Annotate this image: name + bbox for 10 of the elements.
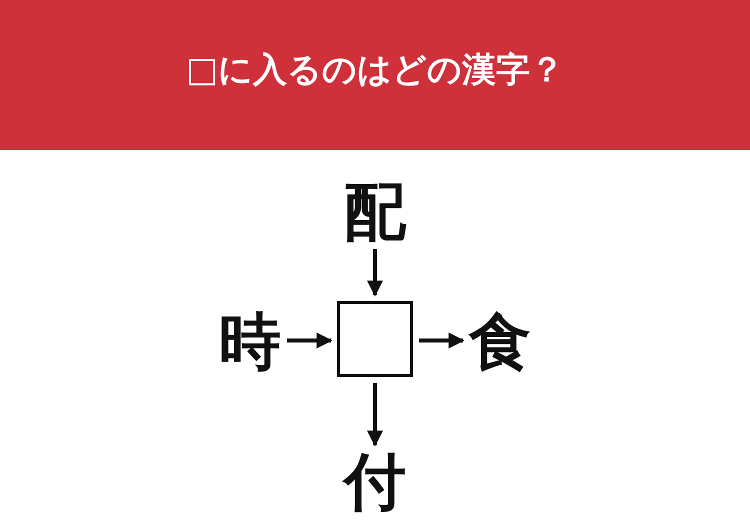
- kanji-character: 食: [469, 311, 531, 373]
- title: □に入るのはどの漢字？: [186, 50, 564, 90]
- arrow: [367, 383, 383, 447]
- kanji-character: 付: [344, 451, 406, 513]
- answer-box: [337, 301, 413, 377]
- arrow: [419, 332, 465, 348]
- arrow: [287, 332, 333, 348]
- kanji-character: 時: [219, 311, 281, 373]
- arrow: [367, 249, 383, 297]
- kanji-character: 配: [344, 181, 406, 243]
